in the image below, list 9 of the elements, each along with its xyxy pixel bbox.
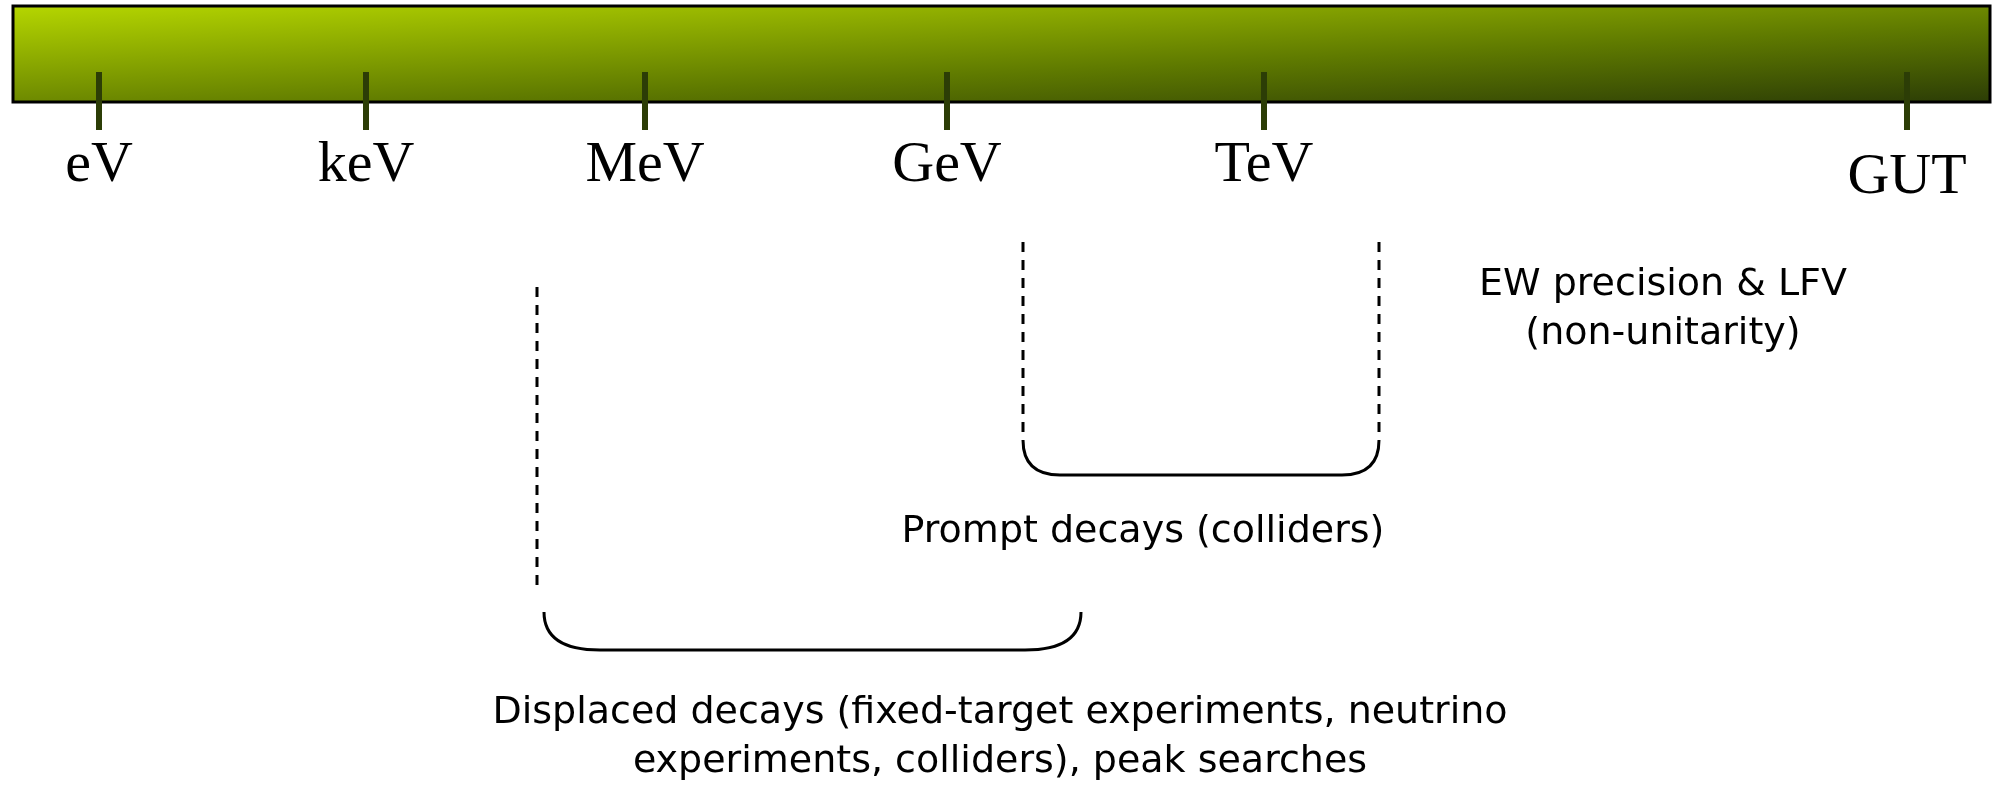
bracket-label: Prompt decays (colliders) <box>900 506 1386 553</box>
scale-label: MeV <box>585 128 705 195</box>
scale-label: TeV <box>1214 128 1314 195</box>
scale-label: GUT <box>1847 140 1967 207</box>
scale-label: GeV <box>892 128 1002 195</box>
scale-label: keV <box>317 128 415 195</box>
note-text: EW precision & LFV (non-unitarity) <box>1478 259 1848 356</box>
bracket-label: Displaced decays (fixed-target experiments, neutrino experiments, colliders), peak searches <box>491 687 1509 784</box>
scale-label: eV <box>65 128 133 195</box>
